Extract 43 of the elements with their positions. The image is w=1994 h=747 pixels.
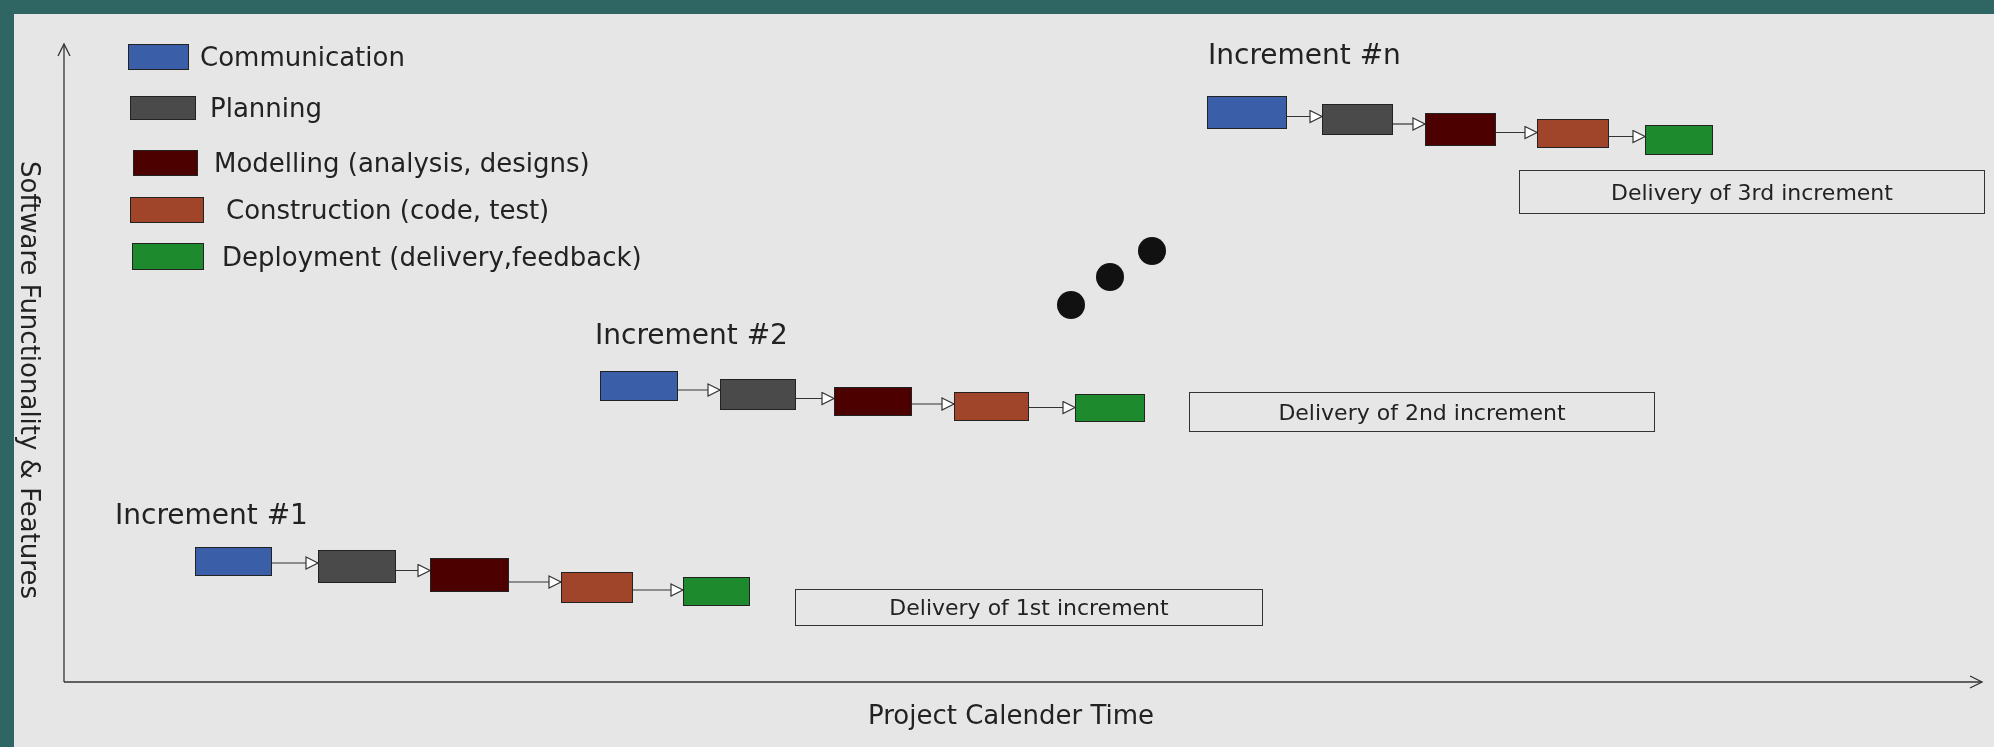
delivery-note-box — [795, 589, 1263, 626]
hollow-arrow — [1028, 400, 1076, 415]
hollow-arrow — [1286, 109, 1323, 124]
legend-label: Planning — [210, 93, 322, 123]
stage-box — [1207, 96, 1287, 129]
stage-box — [195, 547, 272, 576]
axis-title: Project Calender Time — [867, 700, 1155, 730]
hollow-arrow — [508, 575, 562, 589]
stage-box — [1322, 104, 1393, 135]
delivery-note: Delivery of 2nd increment — [1278, 399, 1566, 425]
hollow-arrow — [632, 583, 684, 597]
stage-box — [1645, 125, 1713, 155]
stage-box — [561, 572, 633, 603]
stage-box — [1537, 119, 1609, 148]
stage-box — [1075, 394, 1145, 422]
stage-box — [683, 577, 750, 606]
legend-label: Modelling (analysis, designs) — [214, 148, 590, 178]
stage-box — [318, 550, 396, 583]
stage-box — [600, 371, 678, 401]
stage-box — [720, 379, 796, 410]
hollow-arrow — [1392, 117, 1426, 131]
axis-title: Software Functionality & Features — [15, 161, 45, 599]
legend-label: Deployment (delivery,feedback) — [222, 241, 642, 272]
stage-box — [430, 558, 509, 592]
delivery-note: Delivery of 1st increment — [889, 595, 1169, 620]
hollow-arrow — [911, 397, 955, 411]
hollow-arrow — [395, 563, 431, 578]
legend-label: Communication — [200, 42, 405, 72]
hollow-arrow — [1495, 125, 1538, 140]
delivery-note-box — [1189, 392, 1655, 432]
hollow-arrow — [677, 383, 721, 397]
hollow-arrow — [1608, 129, 1646, 144]
increment-heading: Increment #n — [1208, 38, 1401, 71]
increment-heading: Increment #2 — [595, 318, 788, 351]
hollow-arrow — [795, 391, 835, 406]
delivery-note: Delivery of 3rd increment — [1611, 179, 1893, 205]
stage-box — [834, 387, 912, 416]
delivery-note-box — [1519, 170, 1985, 214]
increment-heading: Increment #1 — [115, 498, 308, 531]
stage-box — [954, 392, 1029, 421]
legend-label: Construction (code, test) — [226, 195, 550, 225]
hollow-arrow — [271, 556, 319, 570]
stage-box — [1425, 113, 1496, 146]
